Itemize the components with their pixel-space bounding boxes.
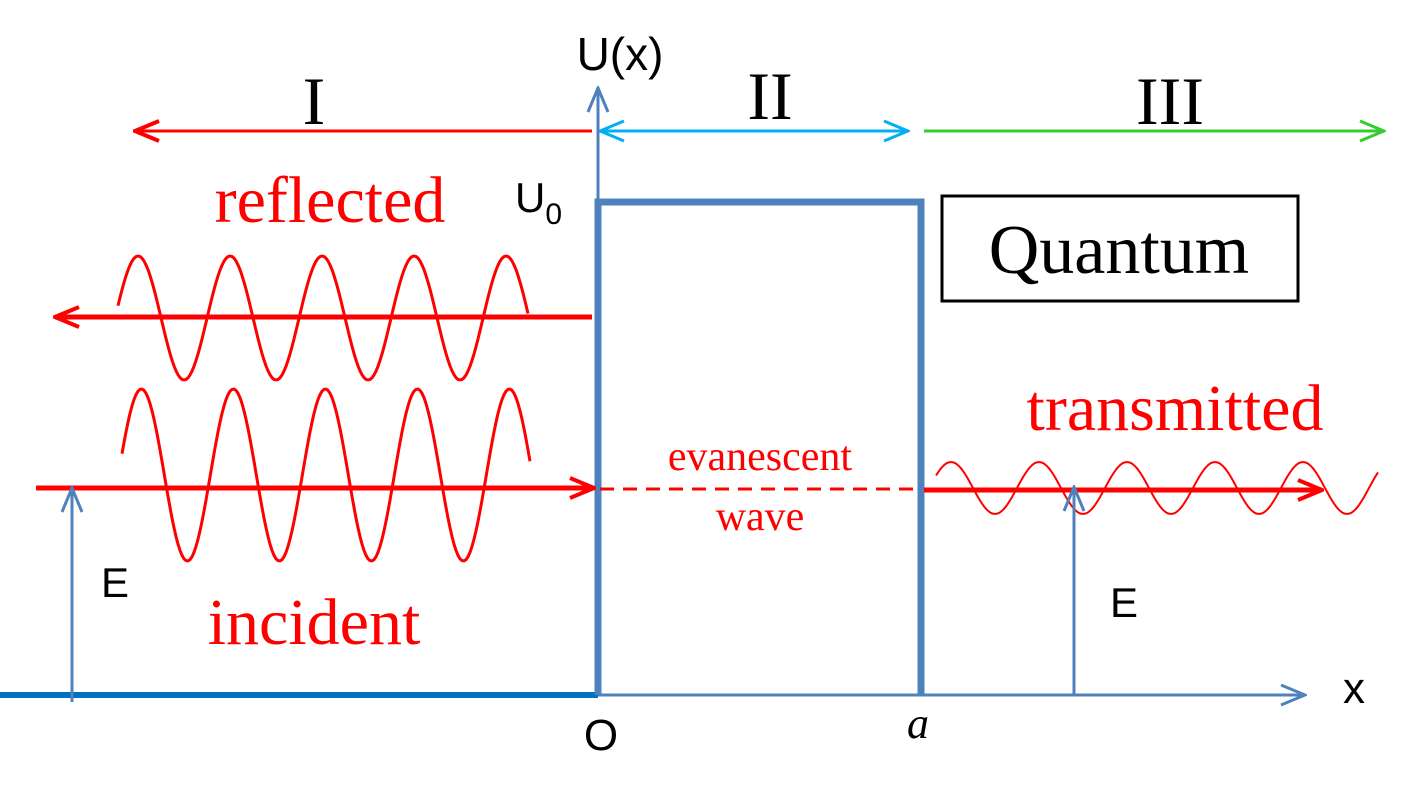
- energy-label-right: E: [1110, 579, 1138, 626]
- quantum-box-label: Quantum: [989, 212, 1250, 289]
- origin-label: O: [584, 711, 618, 760]
- evanescent-label-line2: wave: [716, 494, 805, 540]
- barrier-height-label: U0: [515, 174, 562, 231]
- reflected-label: reflected: [215, 164, 446, 237]
- evanescent-label-line1: evanescent: [668, 434, 853, 480]
- potential-barrier: [594, 198, 925, 695]
- reflected-wave: [116, 254, 530, 382]
- region-2-label: II: [747, 58, 792, 134]
- transmitted-label: transmitted: [1027, 372, 1324, 445]
- barrier-height-subscript: 0: [545, 198, 562, 231]
- x-axis-label: x: [1343, 664, 1365, 713]
- transmitted-wave: [935, 461, 1379, 515]
- y-axis-label: U(x): [577, 28, 664, 80]
- energy-label-left: E: [101, 559, 129, 606]
- region-1-label: I: [303, 63, 326, 139]
- region-3-label: III: [1136, 63, 1204, 139]
- incident-label: incident: [208, 586, 421, 659]
- barrier-width-label: a: [907, 699, 929, 748]
- quantum-box: [940, 194, 1300, 303]
- incident-wave: [120, 387, 532, 563]
